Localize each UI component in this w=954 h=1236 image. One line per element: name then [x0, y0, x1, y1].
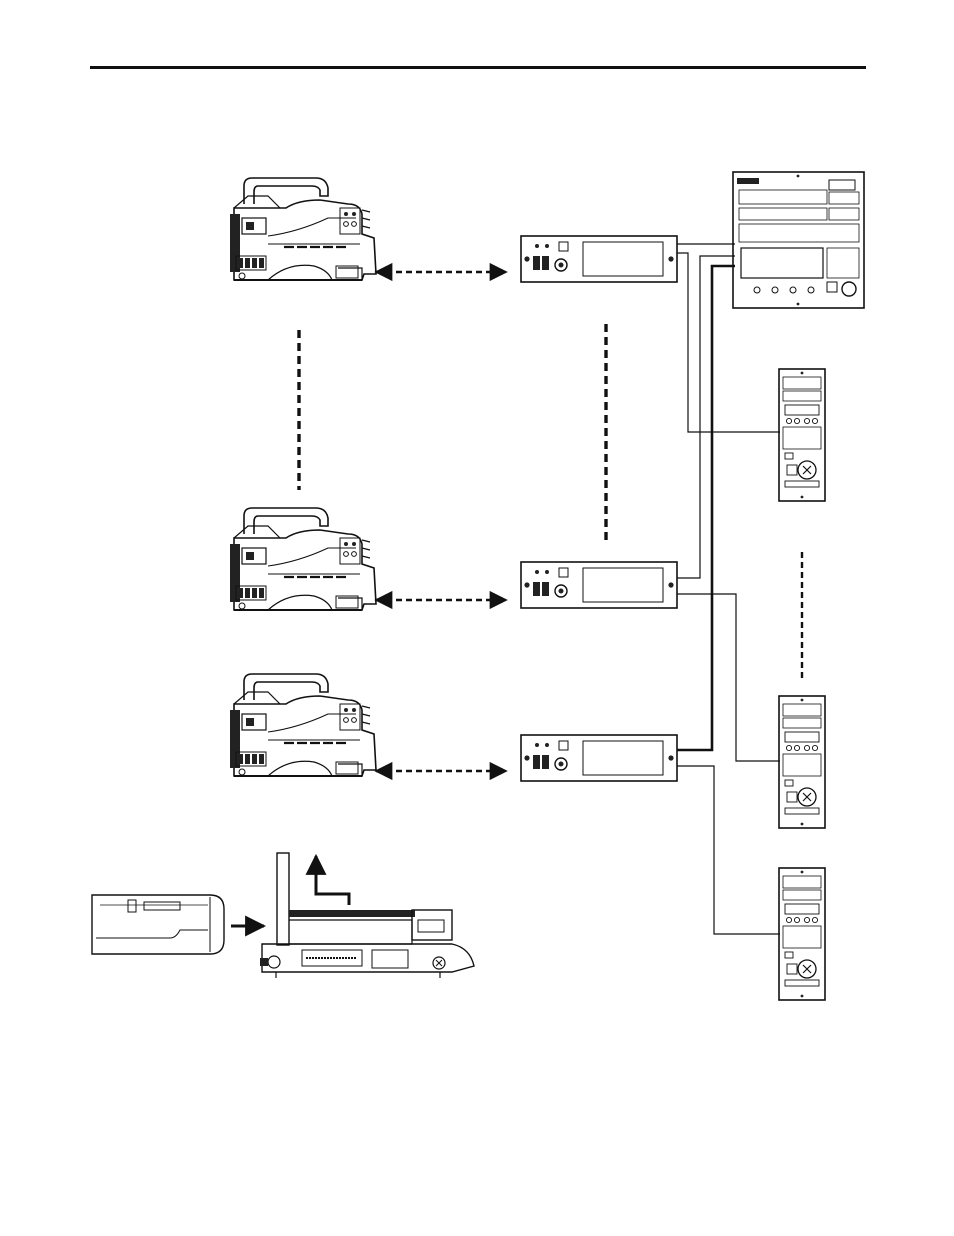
remote-operation-panel-icon	[779, 868, 825, 1000]
camera-head-icon	[230, 674, 376, 776]
cable-ccu2-msu	[677, 256, 735, 578]
camera-control-unit-icon	[521, 236, 677, 282]
cable-ccu3-rop3	[677, 766, 780, 934]
camera-control-unit-icon	[521, 562, 677, 608]
extract-arrow	[316, 856, 349, 905]
cable-ccu3-msu	[677, 266, 735, 750]
cable-ccu2-rop2	[677, 594, 780, 761]
camera-head-icon	[230, 508, 376, 610]
camera-adaptor-icon	[260, 853, 474, 978]
master-setup-unit-icon	[733, 172, 864, 308]
remote-operation-panel-icon	[779, 696, 825, 828]
camera-control-unit-icon	[521, 735, 677, 781]
remote-operation-panel-icon	[779, 369, 825, 501]
cable-ccu1-rop1	[677, 253, 780, 432]
camera-head-icon	[230, 178, 376, 280]
camera-body-icon	[92, 895, 224, 954]
